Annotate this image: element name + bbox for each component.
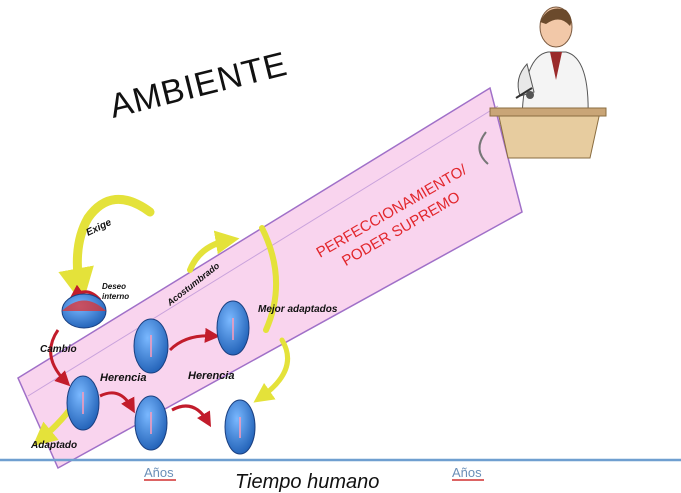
cell-lower-middle (134, 395, 168, 451)
label-mejor-adaptados: Mejor adaptados (258, 304, 338, 315)
exige-arrow (58, 194, 155, 305)
herencia-arrow-2 (99, 391, 135, 414)
label-adaptado: Adaptado (30, 440, 77, 451)
side-arrow (259, 225, 280, 333)
label-herencia-1: Herencia (100, 372, 146, 384)
cell-upper-right (216, 300, 250, 356)
cell-upper-middle (133, 318, 169, 374)
anos-right: Años (452, 465, 482, 480)
lower-arrow (253, 337, 291, 403)
label-cambio: Cambio (40, 344, 77, 355)
herencia-arrow-3 (171, 404, 212, 428)
label-deseo-2: interno (102, 292, 129, 301)
speaker-at-podium-icon (478, 6, 607, 165)
cell-deseo (61, 293, 107, 329)
label-deseo-1: Deseo (102, 282, 126, 291)
cambio-arrow (49, 329, 71, 387)
title-ambiente: AMBIENTE (106, 45, 292, 126)
cell-lower-left (66, 375, 100, 431)
cell-lower-right (224, 399, 256, 455)
herencia-arrow-1 (168, 327, 220, 352)
tiempo-humano: Tiempo humano (235, 471, 379, 493)
label-herencia-2: Herencia (188, 370, 234, 382)
red-arrows (49, 284, 220, 428)
acostumbrado-arrow (187, 230, 240, 273)
anos-left: Años (144, 465, 174, 480)
